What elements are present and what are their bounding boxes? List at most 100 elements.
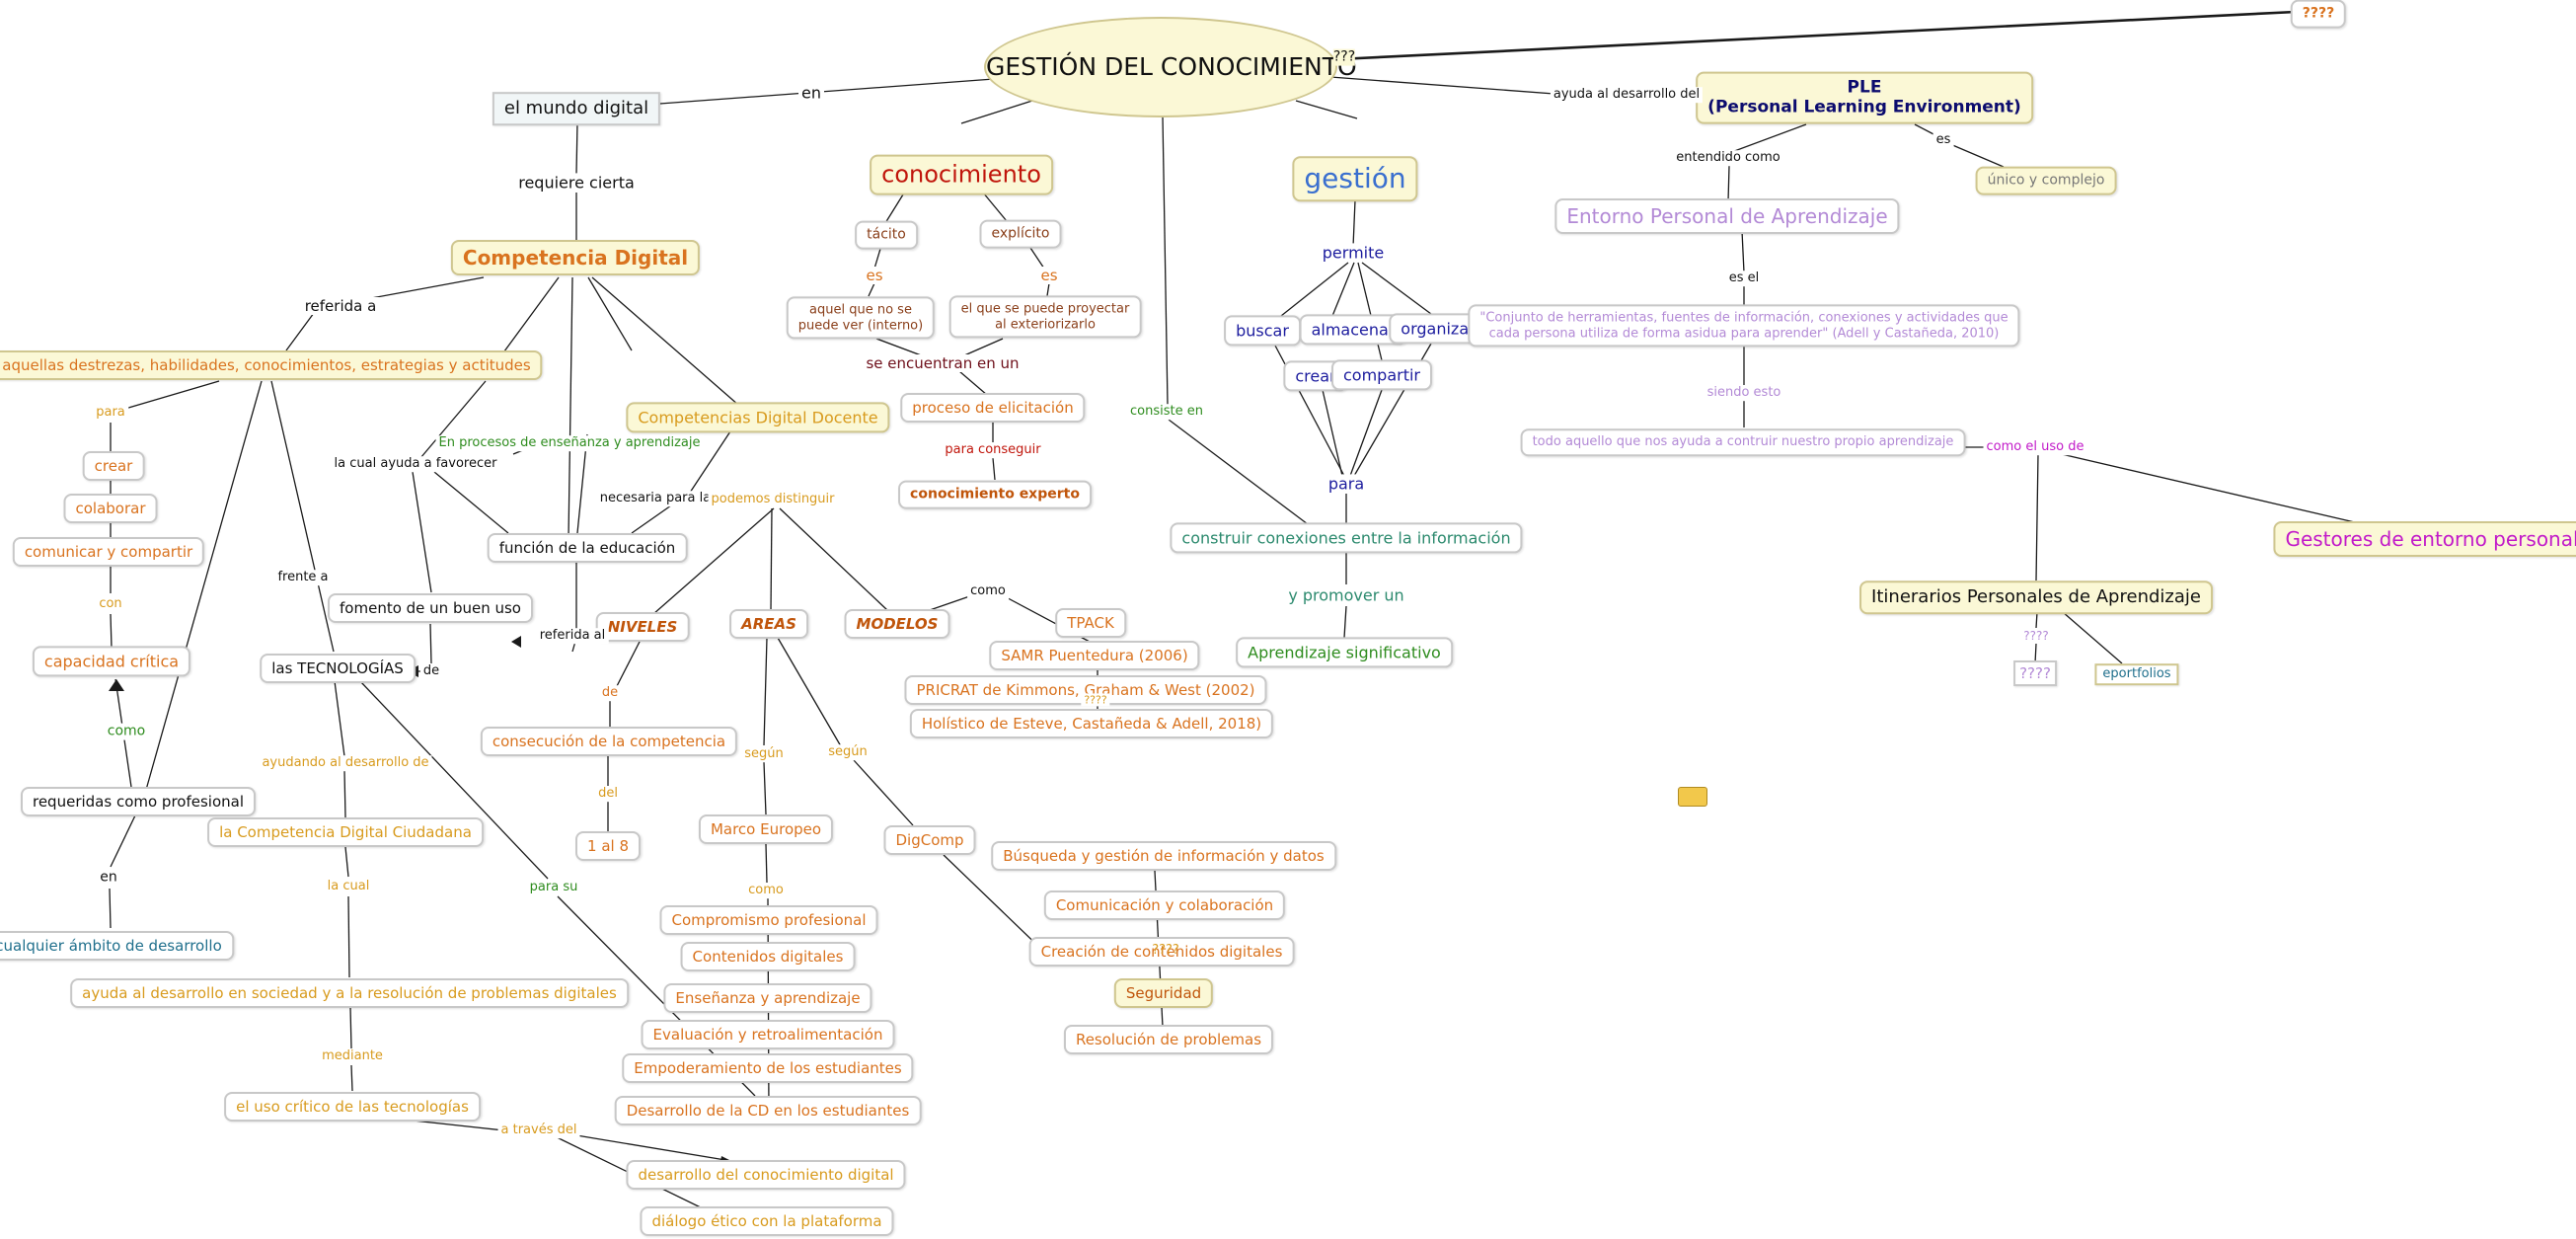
folder-icon[interactable] — [1678, 787, 1707, 807]
node-gestion[interactable]: gestión — [1292, 156, 1418, 201]
node-modelos[interactable]: MODELOS — [844, 609, 950, 639]
connector-line — [1357, 262, 1383, 361]
node-entorno-personal[interactable]: Entorno Personal de Aprendizaje — [1554, 198, 1900, 234]
node-areas[interactable]: AREAS — [729, 609, 808, 639]
label-referida-al: referida al — [536, 628, 609, 644]
label-podemos-distinguir: podemos distinguir — [708, 492, 838, 507]
node-compartir[interactable]: compartir — [1330, 359, 1433, 391]
node-requeridas[interactable]: requeridas como profesional — [20, 787, 257, 816]
connector-line — [359, 680, 549, 880]
node-contenidos[interactable]: Contenidos digitales — [680, 942, 856, 971]
connector-line — [853, 759, 914, 826]
connector-line — [960, 100, 1033, 124]
node-resolucion[interactable]: Resolución de problemas — [1063, 1025, 1274, 1054]
node-ambito[interactable]: cualquier ámbito de desarrollo — [0, 931, 234, 961]
node-desarrollo-conocimiento-digital[interactable]: desarrollo del conocimiento digital — [626, 1160, 906, 1190]
node-todo-aquello[interactable]: todo aquello que nos ayuda a contruir nu… — [1520, 428, 1966, 456]
label-de-fomento: de — [419, 663, 443, 679]
node-conjunto[interactable]: "Conjunto de herramientas, fuentes de in… — [1468, 304, 2020, 348]
node-seguridad[interactable]: Seguridad — [1113, 978, 1214, 1008]
node-uno-al-ocho[interactable]: 1 al 8 — [575, 831, 641, 861]
node-itinerarios[interactable]: Itinerarios Personales de Aprendizaje — [1859, 581, 2213, 614]
node-qq-top[interactable]: ???? — [2290, 0, 2347, 29]
node-holistico[interactable]: Holístico de Esteve, Castañeda & Adell, … — [909, 709, 1274, 738]
node-buscar[interactable]: buscar — [1224, 315, 1301, 347]
node-mundo-digital[interactable]: el mundo digital — [492, 92, 661, 125]
node-qq-itinerarios[interactable]: ???? — [2013, 660, 2057, 686]
node-ayuda-sociedad[interactable]: ayuda al desarrollo en sociedad y a la r… — [70, 978, 629, 1008]
node-experto[interactable]: conocimiento experto — [898, 480, 1092, 509]
node-ensenanza[interactable]: Enseñanza y aprendizaje — [663, 983, 872, 1013]
node-elicitacion[interactable]: proceso de elicitación — [900, 393, 1086, 423]
node-competencia-digital[interactable]: Competencia Digital — [450, 240, 701, 275]
connector-line — [765, 843, 768, 884]
node-unico-complejo[interactable]: único y complejo — [1975, 166, 2117, 195]
label-con: con — [96, 596, 125, 612]
node-explicito[interactable]: explícito — [979, 219, 1062, 249]
connector-line — [2035, 611, 2038, 629]
connector-line — [1322, 389, 1343, 477]
node-funcion-educacion[interactable]: función de la educación — [487, 533, 688, 563]
label-como: como — [104, 723, 149, 740]
node-conexiones[interactable]: construir conexiones entre la informació… — [1170, 522, 1523, 554]
label-se-encuentran: se encuentran en un — [863, 354, 1023, 372]
label-requiere-cierta: requiere cierta — [515, 173, 638, 193]
node-comunicar[interactable]: comunicar y compartir — [12, 537, 205, 567]
node-capacidad-critica[interactable]: capacidad crítica — [32, 646, 191, 677]
node-empoderamiento[interactable]: Empoderamiento de los estudiantes — [622, 1053, 914, 1083]
label-es-ple: es — [1932, 132, 1954, 148]
node-consecucion[interactable]: consecución de la competencia — [480, 727, 738, 756]
node-gestion-del-conocimiento[interactable]: GESTIÓN DEL CONOCIMIENTO — [984, 17, 1357, 117]
node-eportfolios[interactable]: eportfolios — [2094, 663, 2179, 685]
node-marco-europeo[interactable]: Marco Europeo — [698, 814, 834, 844]
node-ple[interactable]: PLE (Personal Learning Environment) — [1696, 71, 2033, 124]
node-aprendizaje-significativo[interactable]: Aprendizaje significativo — [1236, 637, 1453, 668]
connector-line — [982, 192, 1008, 222]
connector-line — [344, 846, 349, 878]
node-proyectar[interactable]: el que se puede proyectar al exterioriza… — [948, 295, 1142, 339]
connector-line — [1280, 262, 1349, 317]
node-gestores[interactable]: Gestores de entorno personal — [2273, 521, 2576, 557]
node-busqueda[interactable]: Búsqueda y gestión de información y dato… — [991, 841, 1336, 871]
label-segun-digcomp: según — [825, 744, 871, 760]
node-cd-ciudadana[interactable]: la Competencia Digital Ciudadana — [207, 817, 484, 847]
node-crear[interactable]: crear — [82, 451, 145, 481]
node-fomento[interactable]: fomento de un buen uso — [328, 593, 533, 623]
label-qqq: ??? — [1332, 48, 1356, 66]
node-compromiso[interactable]: Compromismo profesional — [659, 905, 878, 935]
node-niveles[interactable]: NIVELES — [595, 612, 690, 642]
label-qqqq-modelos: ???? — [1081, 693, 1110, 707]
node-tacito[interactable]: tácito — [855, 220, 918, 250]
node-colaborar[interactable]: colaborar — [63, 494, 158, 523]
node-destrezas[interactable]: aquellas destrezas, habilidades, conocim… — [0, 350, 543, 380]
node-dialogo-etico[interactable]: diálogo ético con la plataforma — [640, 1206, 894, 1236]
connector-line — [2035, 453, 2039, 581]
label-como-areas: como — [745, 883, 787, 898]
node-creacion[interactable]: Creación de contenidos digitales — [1028, 937, 1295, 967]
label-la-cual: la cual — [324, 879, 373, 894]
node-evaluacion[interactable]: Evaluación y retroalimentación — [641, 1020, 895, 1049]
node-conocimiento[interactable]: conocimiento — [870, 154, 1053, 195]
connector-line — [365, 276, 485, 300]
connector-line — [992, 457, 996, 481]
node-tecnologias[interactable]: las TECNOLOGÍAS — [260, 654, 416, 683]
connector-line — [1337, 10, 2297, 61]
label-mediante: mediante — [319, 1048, 386, 1064]
connector-line — [1168, 419, 1309, 525]
node-aquel[interactable]: aquel que no se puede ver (interno) — [786, 296, 936, 340]
label-ayuda-desarrollo-del: ayuda al desarrollo del — [1550, 87, 1704, 103]
node-samr[interactable]: SAMR Puentedura (2006) — [989, 641, 1200, 670]
connector-line — [763, 637, 768, 746]
label-de-niveles: de — [598, 685, 622, 701]
node-digcomp[interactable]: DigComp — [883, 825, 976, 855]
connector-line — [1295, 100, 1358, 119]
node-desarrollo-cd[interactable]: Desarrollo de la CD en los estudiantes — [614, 1096, 922, 1125]
label-referida-a: referida a — [301, 297, 380, 315]
node-comunicacion[interactable]: Comunicación y colaboración — [1043, 891, 1286, 920]
connector-line — [1361, 262, 1432, 315]
label-frente-a: frente a — [274, 570, 332, 585]
node-tpack[interactable]: TPACK — [1055, 608, 1126, 638]
node-cd-docente[interactable]: Competencias Digital Docente — [626, 402, 890, 433]
connector-line — [1329, 76, 1568, 96]
node-uso-critico[interactable]: el uso crítico de las tecnologías — [224, 1092, 481, 1122]
